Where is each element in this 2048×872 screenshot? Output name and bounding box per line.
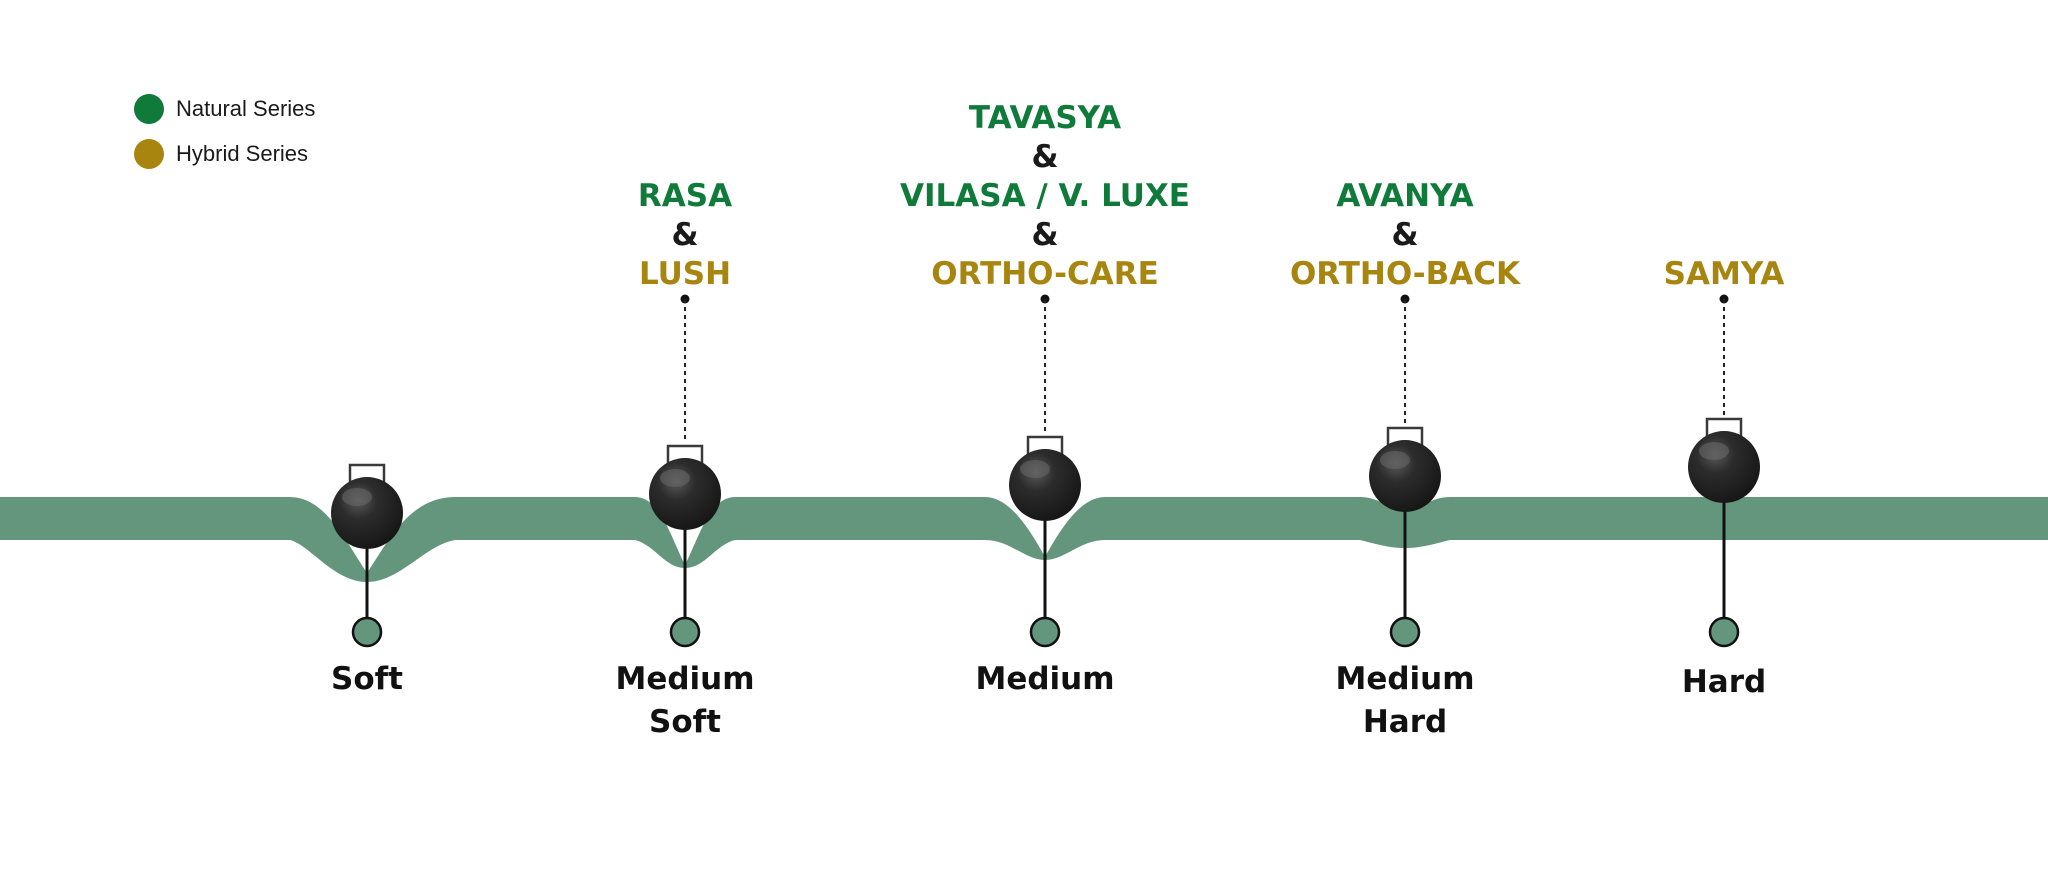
product-name: ORTHO-BACK [1289,256,1521,292]
natural-series-dot-icon [134,94,164,124]
weight-ball [331,477,403,549]
product-name: AVANYA [1336,178,1474,214]
scale-node [1029,616,1061,648]
firmness-label-line: Medium [615,661,755,697]
ampersand: & [671,217,699,253]
scale-node [351,616,383,648]
firmness-label-line: Medium [1335,661,1475,697]
legend-item-natural: Natural Series [134,94,315,124]
weight-ball [1688,431,1760,503]
weight-highlight [1020,460,1050,478]
product-label-group: AVANYA&ORTHO-BACK [1290,177,1520,294]
product-name: ORTHO-CARE [931,256,1159,292]
weight-highlight [1699,442,1729,460]
firmness-label: Medium [975,658,1114,701]
firmness-label-line: Medium [975,661,1115,697]
ampersand: & [1391,217,1419,253]
hybrid-series-dot-icon [134,139,164,169]
weight-hook [666,444,704,464]
product-label-group: RASA&LUSH [638,177,732,294]
weight-highlight [342,488,372,506]
firmness-label-line: Hard [1362,704,1448,740]
product-name: SAMYA [1663,256,1785,292]
product-label-group: SAMYA [1664,255,1785,294]
scale-node [1708,616,1740,648]
product-name: RASA [637,178,733,214]
legend-label-natural: Natural Series [176,96,316,121]
weight-highlight [1380,451,1410,469]
product-name: TAVASYA [968,100,1122,136]
ampersand: & [1031,217,1059,253]
weight-ball [649,458,721,530]
weight-hook [1026,435,1064,455]
weight-highlight [660,469,690,487]
firmness-label-line: Soft [649,704,721,740]
weight-hook [1386,426,1424,446]
firmness-label-line: Soft [331,661,403,697]
scale-node [1389,616,1421,648]
weight-ball [1009,449,1081,521]
product-name: LUSH [638,256,732,292]
weight-hook [1705,417,1743,437]
product-name: VILASA / V. LUXE [900,178,1190,214]
firmness-band [0,497,2048,582]
firmness-label: Hard [1682,661,1766,704]
product-label-group: TAVASYA&VILASA / V. LUXE&ORTHO-CARE [900,99,1190,294]
weight-ball [1369,440,1441,512]
firmness-label-line: Hard [1681,664,1767,700]
scale-node [669,616,701,648]
legend-item-hybrid: Hybrid Series [134,139,315,169]
ampersand: & [1031,139,1059,175]
legend-label-hybrid: Hybrid Series [176,141,309,166]
weight-hook [348,463,386,483]
legend: Natural Series Hybrid Series [134,94,315,184]
firmness-label: Soft [331,658,403,701]
